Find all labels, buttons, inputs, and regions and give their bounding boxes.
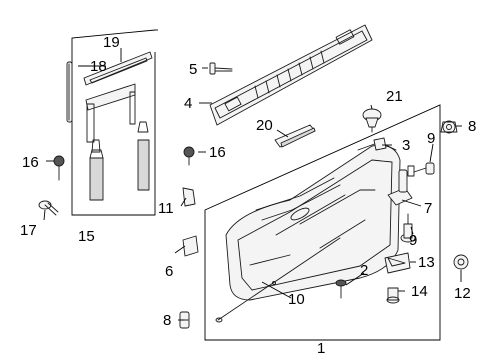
callout-8-lower: 8 <box>163 312 171 329</box>
rivet-21 <box>362 108 382 133</box>
bolt-5 <box>209 62 233 75</box>
callout-8-upper: 8 <box>468 118 476 135</box>
callout-20: 20 <box>256 117 273 134</box>
pin-17 <box>38 200 59 216</box>
callout-10: 10 <box>288 291 305 308</box>
callout-labels: 1 2 3 4 5 6 7 8 8 9 9 10 11 12 13 14 15 … <box>20 34 476 357</box>
tailgate-cable-assembly-frame <box>71 29 158 216</box>
nut-8-upper <box>440 120 458 134</box>
callout-18: 18 <box>90 58 107 75</box>
callout-6: 6 <box>165 263 173 280</box>
callout-9-lower: 9 <box>409 232 417 249</box>
screw-16-left <box>53 155 65 181</box>
callout-17: 17 <box>20 222 37 239</box>
bumper-6 <box>182 235 199 257</box>
bolt-2 <box>335 279 347 299</box>
callout-13: 13 <box>418 254 435 271</box>
callout-1: 1 <box>317 340 325 357</box>
leader-lines <box>43 48 462 321</box>
tailgate-inner-panel <box>225 141 401 301</box>
callout-3: 3 <box>402 137 410 154</box>
callout-15: 15 <box>78 228 95 245</box>
callout-14: 14 <box>411 283 428 300</box>
callout-2: 2 <box>360 262 368 279</box>
hinge-bracket-part <box>387 169 413 206</box>
callout-7: 7 <box>424 200 432 217</box>
callout-5: 5 <box>189 61 197 78</box>
nut-12 <box>453 254 469 270</box>
callout-9-upper: 9 <box>427 130 435 147</box>
cable-support-parts <box>66 51 153 201</box>
callout-19: 19 <box>103 34 120 51</box>
callout-16-left: 16 <box>22 154 39 171</box>
clip-3 <box>373 137 387 151</box>
tailgate-assembly-frame <box>204 104 441 341</box>
callout-16-right: 16 <box>209 144 226 161</box>
screw-16-right <box>183 146 195 166</box>
callout-12: 12 <box>454 285 471 302</box>
latch-rod-10 <box>215 237 341 323</box>
pivot-bolt-9-upper <box>407 162 435 177</box>
retainer-11 <box>182 187 196 207</box>
hardware-parts <box>38 62 469 329</box>
applique-20 <box>274 124 316 148</box>
callout-11: 11 <box>158 200 174 217</box>
upper-cap-part <box>209 24 373 126</box>
stud-14 <box>386 287 400 304</box>
pivot-bolt-9-lower <box>400 213 416 243</box>
callout-4: 4 <box>184 95 192 112</box>
cap-slots <box>254 50 325 99</box>
bracket-13 <box>384 252 411 274</box>
callout-21: 21 <box>386 88 403 105</box>
